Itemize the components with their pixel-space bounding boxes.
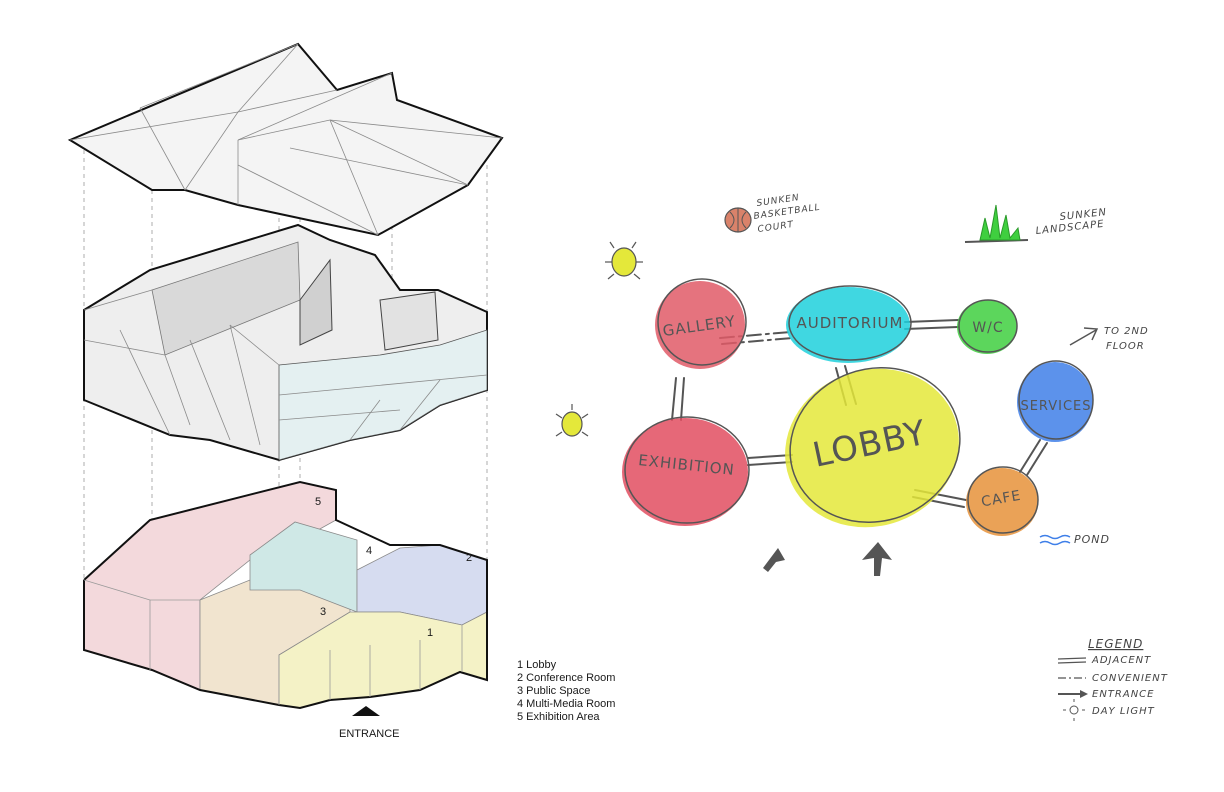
legend-sun-icon <box>1063 699 1085 721</box>
note-pond: POND <box>1074 533 1110 546</box>
note-to-2nd-floor-2: FLOOR <box>1106 341 1145 352</box>
bubble-lobby <box>785 368 959 528</box>
zone-number-3: 3 <box>320 606 326 618</box>
envelope-layer <box>83 223 488 462</box>
key-item-exhibition: 5 Exhibition Area <box>517 711 600 723</box>
zone-number-2: 2 <box>466 552 472 564</box>
note-sunken-landscape-1: SUNKEN <box>1059 207 1107 223</box>
grass-icon <box>964 204 1029 243</box>
note-sunken-landscape-2: LANDSCAPE <box>1035 219 1105 237</box>
note-sunken-court-3: COURT <box>757 220 795 235</box>
legend-item-adjacent: ADJACENT <box>1091 655 1151 666</box>
basketball-court-icon <box>724 207 752 233</box>
legend-item-entrance: ENTRANCE <box>1092 689 1154 700</box>
zone-number-1: 1 <box>427 627 433 639</box>
legend-item-convenient: CONVENIENT <box>1092 673 1168 684</box>
exploded-axonometric: 1 2 3 4 5 ENTRANCE 1 Lobby 2 Conference … <box>67 42 615 740</box>
room-key: 1 Lobby 2 Conference Room 3 Public Space… <box>517 659 615 723</box>
key-item-multimedia: 4 Multi-Media Room <box>517 698 615 710</box>
bubble-cafe <box>966 468 1038 536</box>
entrance-arrow-icon <box>763 542 892 576</box>
daylight-icon <box>605 241 643 280</box>
bubble-wc <box>957 300 1017 354</box>
entrance-arrow-icon <box>352 706 380 716</box>
legend-item-daylight: DAY LIGHT <box>1092 706 1155 717</box>
bubble-auditorium <box>786 287 910 363</box>
stair-arrow-icon <box>1069 327 1099 346</box>
legend-title: LEGEND <box>1088 637 1143 651</box>
pond-icon <box>1039 534 1071 546</box>
legend-arrow-icon <box>1080 690 1088 698</box>
note-to-2nd-floor-1: TO 2ND <box>1104 326 1149 337</box>
zone-number-4: 4 <box>366 545 372 557</box>
bubble-services <box>1017 362 1093 442</box>
bubble-exhibition <box>622 418 748 526</box>
bubble-label-cafe: CAFE <box>980 488 1022 511</box>
bubble-gallery <box>655 281 745 369</box>
roof-layer <box>67 42 504 237</box>
bubble-label-services: SERVICES <box>1020 399 1091 414</box>
key-item-lobby: 1 Lobby <box>517 659 557 671</box>
key-item-public-space: 3 Public Space <box>517 685 590 697</box>
entrance-label: ENTRANCE <box>339 728 400 740</box>
legend: LEGEND ADJACENT CONVENIENT ENTRANCE DAY … <box>1057 637 1168 721</box>
ground-floor-layer: 1 2 3 4 5 <box>83 480 488 710</box>
key-item-conference: 2 Conference Room <box>517 672 615 684</box>
bubble-label-wc: W/C <box>972 320 1003 336</box>
bubble-label-auditorium: AUDITORIUM <box>797 314 904 332</box>
daylight-icon <box>555 404 589 437</box>
zone-number-5: 5 <box>315 496 321 508</box>
bubble-diagram: GALLERY AUDITORIUM W/C EXHIBITION LOBBY … <box>555 193 1168 721</box>
